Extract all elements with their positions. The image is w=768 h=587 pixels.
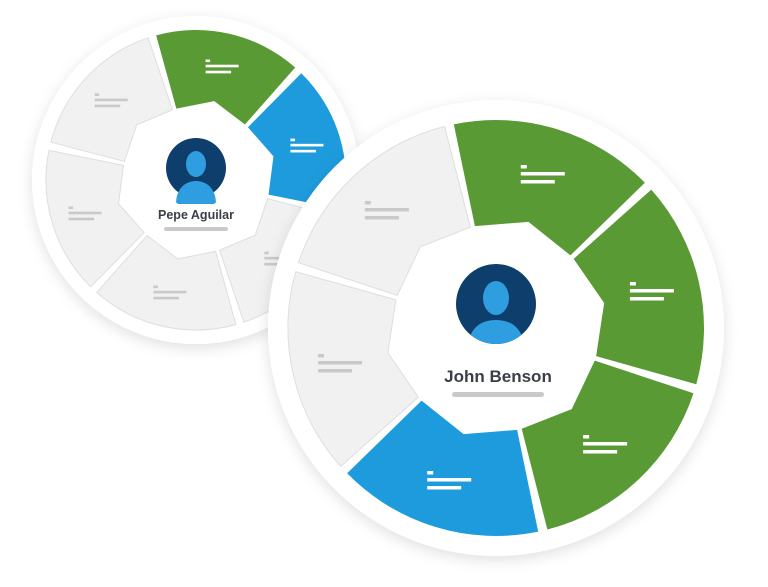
segment-shape (96, 234, 237, 331)
segment-shape (347, 400, 539, 536)
placeholder-text-line (427, 471, 434, 475)
segment-complete (573, 189, 704, 385)
segment-shape (287, 271, 420, 468)
placeholder-text-line (205, 59, 211, 63)
user-avatar-icon (166, 138, 226, 204)
placeholder-text-line (318, 360, 363, 365)
placeholder-text-line (629, 289, 674, 293)
placeholder-text-line (629, 297, 664, 301)
wheel-pepe-aguilar: Pepe Aguilar (32, 16, 360, 344)
segment-shape (573, 189, 704, 385)
placeholder-text-line (427, 478, 472, 482)
placeholder-text-line (264, 251, 269, 255)
segment-complete (521, 360, 694, 530)
name-underline (452, 392, 544, 397)
placeholder-text-line (290, 149, 316, 153)
segment-shape (156, 30, 296, 125)
placeholder-text-line (583, 435, 590, 439)
segment-active (247, 73, 346, 210)
placeholder-text-line (94, 93, 100, 97)
segment-complete (156, 30, 296, 125)
segment-shape (247, 73, 346, 210)
name-underline (164, 227, 228, 231)
placeholder-text-line (153, 290, 187, 294)
placeholder-text-line (583, 442, 628, 446)
segment-pending (297, 125, 471, 296)
placeholder-text-line (264, 262, 290, 266)
segment-pending (45, 149, 145, 288)
segment-pending (96, 234, 237, 331)
placeholder-text-line (94, 98, 128, 102)
placeholder-text-line (520, 171, 565, 176)
segment-active (347, 400, 539, 536)
placeholder-text-line (427, 486, 462, 490)
placeholder-text-line (520, 164, 527, 169)
placeholder-text-line (68, 211, 102, 215)
placeholder-text-line (94, 104, 121, 108)
placeholder-text-line (68, 217, 95, 221)
segment-ring (287, 120, 704, 536)
placeholder-text-line (318, 368, 353, 373)
placeholder-text-line (153, 285, 158, 289)
placeholder-text-line (583, 450, 618, 454)
placeholder-text-line (290, 138, 295, 142)
placeholder-text-line (520, 179, 555, 184)
placeholder-text-line (318, 353, 325, 358)
segment-shape (453, 120, 645, 256)
segment-pending (50, 37, 174, 162)
placeholder-text-line (364, 207, 409, 212)
wheel-john-benson: John Benson (268, 100, 724, 556)
segment-pending (287, 271, 420, 468)
placeholder-text-line (364, 215, 399, 220)
placeholder-text-line (629, 282, 636, 286)
placeholder-text-line (153, 296, 179, 300)
placeholder-text-line (290, 143, 324, 147)
placeholder-text-line (205, 64, 239, 68)
placeholder-text-line (205, 70, 232, 74)
placeholder-text-line (68, 206, 74, 210)
person-name: Pepe Aguilar (158, 208, 234, 222)
placeholder-text-line (364, 200, 371, 205)
segment-complete (453, 120, 645, 256)
segment-shape (45, 149, 145, 288)
segment-ring (45, 30, 346, 331)
person-name: John Benson (444, 367, 552, 386)
